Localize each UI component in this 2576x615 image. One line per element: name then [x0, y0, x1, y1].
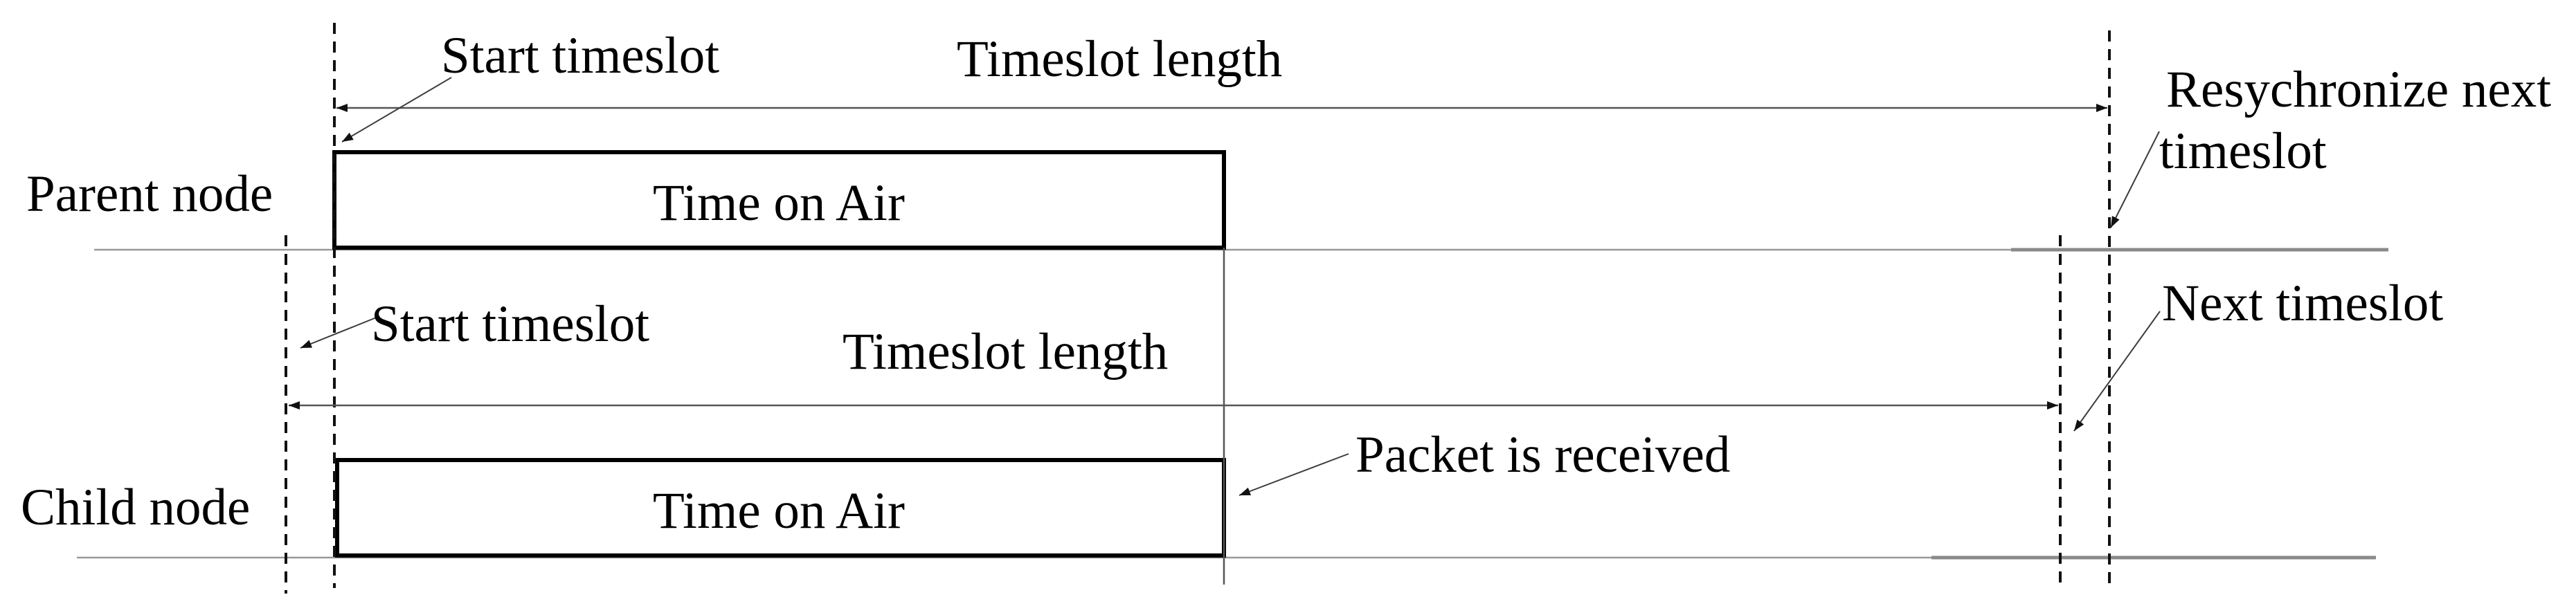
parent-timeslot-length-label: Timeslot length	[957, 30, 1282, 88]
next-timeslot-label: Next timeslot	[2162, 275, 2443, 332]
packet-received-pointer-arrow	[1239, 453, 1349, 496]
child-time-on-air-box	[335, 458, 1226, 558]
child-timeslot-length-label: Timeslot length	[843, 323, 1168, 380]
parent-start-timeslot-pointer-arrow	[341, 77, 452, 143]
child-node-label: Child node	[21, 479, 250, 536]
child-time-on-air-label: Time on Air	[653, 482, 905, 540]
child-start-timeslot-pointer-arrow	[300, 316, 379, 349]
resync-next-timeslot-label-line1: Resychronize next	[2166, 61, 2551, 118]
child-start-timeslot-label: Start timeslot	[371, 295, 649, 353]
resync-next-timeslot-label-line2: timeslot	[2159, 122, 2327, 180]
parent-start-timeslot-label: Start timeslot	[441, 27, 719, 84]
packet-received-label: Packet is received	[1355, 426, 1730, 484]
parent-time-on-air-label: Time on Air	[653, 174, 905, 232]
parent-time-on-air-box	[332, 150, 1226, 250]
resync-next-timeslot-pointer-arrow	[2110, 131, 2160, 228]
parent-node-label: Parent node	[26, 165, 273, 223]
next-timeslot-pointer-arrow	[2073, 311, 2161, 432]
